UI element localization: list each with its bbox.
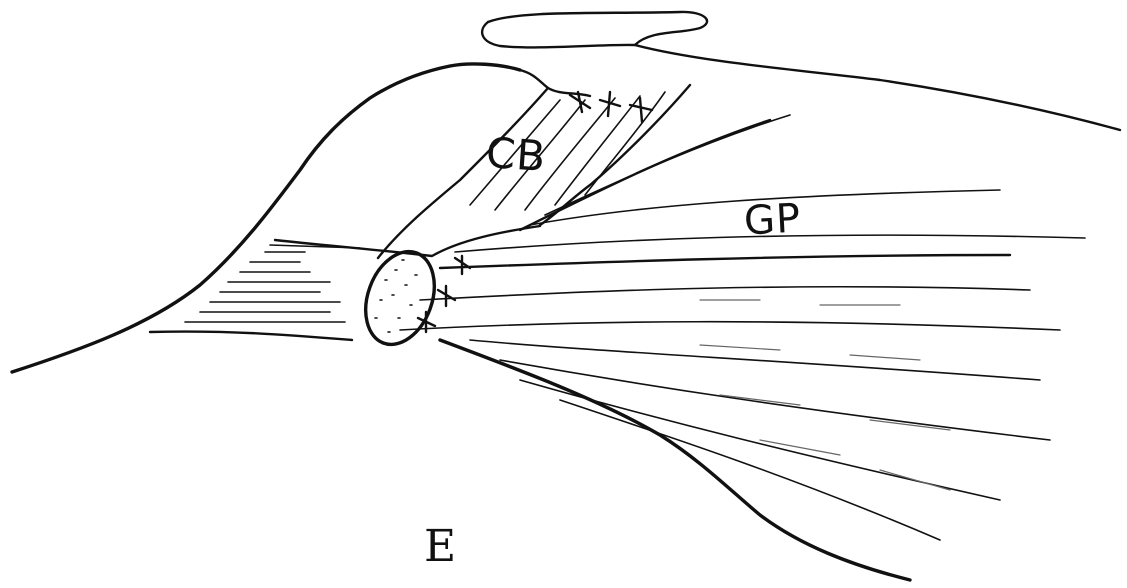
acromion-underside [482, 22, 635, 47]
pectoralis-label: GP [743, 199, 802, 242]
tendon-lower-border [150, 332, 352, 340]
pectoralis-fiber-6 [470, 340, 1040, 380]
tendon-stump-stipple [375, 260, 417, 332]
panel-label: E [424, 525, 456, 569]
pectoralis-fiber-5 [400, 322, 1060, 330]
coracoid-tip [520, 70, 590, 96]
coracobrachialis-label: CB [485, 132, 548, 178]
pectoralis-fiber-9 [560, 400, 940, 540]
pectoralis-lower-border [440, 340, 910, 580]
deltoid-border [520, 120, 770, 230]
shoulder-outline [12, 64, 520, 372]
tendon-stump [354, 242, 447, 354]
pectoralis-fiber-4 [420, 287, 1030, 300]
tendon-hatching [185, 245, 360, 322]
pectoralis-fiber-3 [440, 255, 1010, 268]
pectoralis-fiber-7 [500, 360, 1050, 440]
coracobrachialis-lower-border [540, 85, 690, 225]
